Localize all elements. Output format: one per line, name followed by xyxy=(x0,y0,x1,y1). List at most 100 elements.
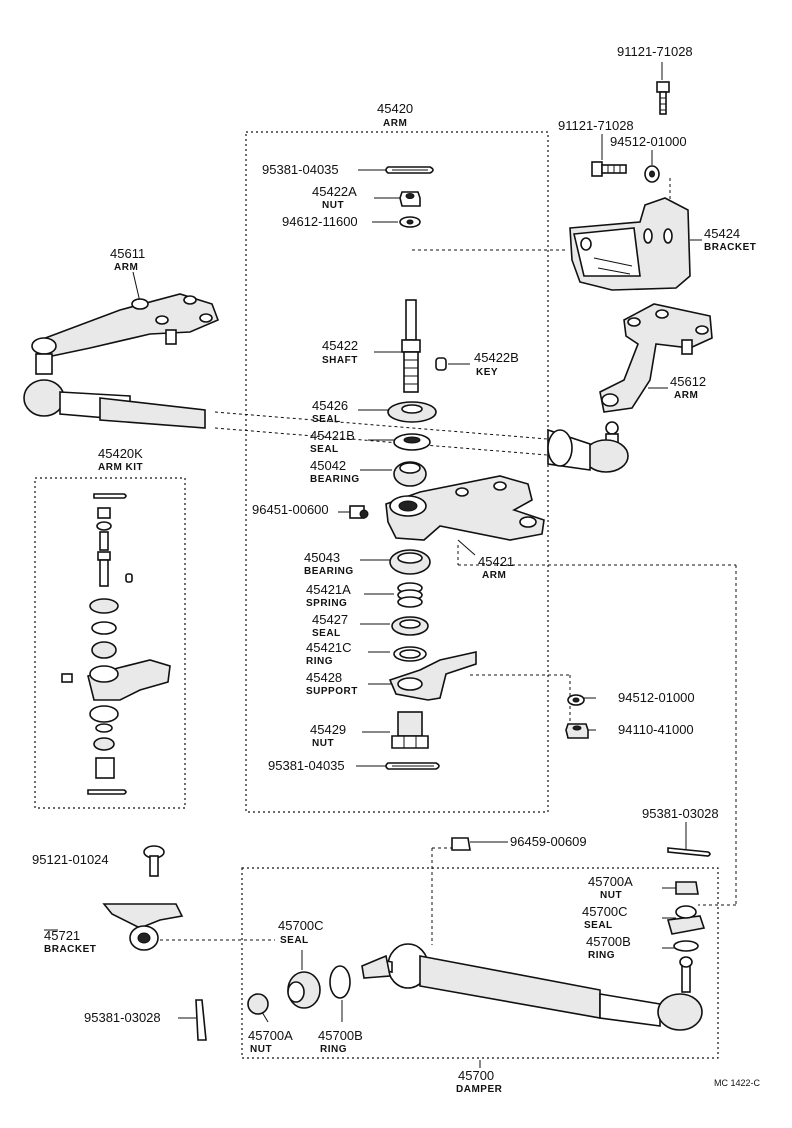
part-number-45612: 45612 xyxy=(670,374,706,389)
ring-drawing-45421c xyxy=(393,646,427,662)
part-number-45421b: 45421B xyxy=(310,428,355,443)
arm-kit-drawing xyxy=(61,493,171,795)
part-number-95381-03028-left: 95381-03028 xyxy=(84,1010,161,1025)
part-name-45700c-right: SEAL xyxy=(584,920,613,931)
part-number-95381-03028-right: 95381-03028 xyxy=(642,806,719,821)
part-number-45429: 45429 xyxy=(310,722,346,737)
part-number-45700a-right: 45700A xyxy=(588,874,633,889)
part-name-45427: SEAL xyxy=(312,628,341,639)
support-drawing-45428 xyxy=(388,651,477,701)
part-number-96459-00609: 96459-00609 xyxy=(510,834,587,849)
part-number-95121-01024: 95121-01024 xyxy=(32,852,109,867)
bolt-drawing-side xyxy=(591,161,627,177)
seal-drawing-45426 xyxy=(387,401,437,423)
part-name-45421c: RING xyxy=(306,656,333,667)
seal-drawing-45421b xyxy=(393,433,431,451)
part-name-45700b-right: RING xyxy=(588,950,615,961)
damper-drawing-45700 xyxy=(361,943,703,1031)
seal-drawing-45427 xyxy=(391,616,429,636)
part-name-45422b: KEY xyxy=(476,367,498,378)
part-number-45721: 45721 xyxy=(44,928,80,943)
part-number-96451-00600: 96451-00600 xyxy=(252,502,329,517)
shaft-drawing-45422 xyxy=(401,299,421,393)
arm-drawing-45612 xyxy=(547,303,713,473)
part-number-45700c-left: 45700C xyxy=(278,918,324,933)
part-name-45422: SHAFT xyxy=(322,355,358,366)
part-number-45700a-left: 45700A xyxy=(248,1028,293,1043)
bearing-drawing-45043 xyxy=(389,549,431,575)
arm-drawing-45421 xyxy=(385,475,545,541)
key-drawing-45422b xyxy=(435,357,447,371)
part-number-94110-41000: 94110-41000 xyxy=(618,722,694,737)
washer-drawing-94512 xyxy=(567,694,585,706)
part-number-45428: 45428 xyxy=(306,670,342,685)
arm-kit-box xyxy=(34,477,186,809)
part-number-45611: 45611 xyxy=(110,246,145,261)
part-number-45424: 45424 xyxy=(704,226,740,241)
part-name-45420: ARM xyxy=(383,118,407,129)
part-number-45700: 45700 xyxy=(458,1068,494,1083)
part-name-45042: BEARING xyxy=(310,474,360,485)
part-number-45422a: 45422A xyxy=(312,184,357,199)
part-number-45700c-right: 45700C xyxy=(582,904,628,919)
bolt-drawing-top xyxy=(656,81,670,115)
part-number-45427: 45427 xyxy=(312,612,348,627)
washer-drawing-94612 xyxy=(399,216,421,228)
spring-drawing-45421a xyxy=(397,582,423,608)
part-number-45422b: 45422B xyxy=(474,350,519,365)
part-number-94612-11600: 94612-11600 xyxy=(282,214,358,229)
part-name-45611: ARM xyxy=(114,262,138,273)
part-name-45700a-left: NUT xyxy=(250,1044,272,1055)
part-name-45721: BRACKET xyxy=(44,944,96,955)
bearing-drawing-45042 xyxy=(393,461,427,487)
part-number-45421a: 45421A xyxy=(306,582,351,597)
bracket-drawing-45424 xyxy=(569,197,691,291)
part-name-45700c-left: SEAL xyxy=(280,935,309,946)
part-name-45700a-right: NUT xyxy=(600,890,622,901)
nut-drawing-94110 xyxy=(565,723,589,739)
part-name-45420k: ARM KIT xyxy=(98,462,143,473)
part-name-45421b: SEAL xyxy=(310,444,339,455)
diagram-code: MC 1422-C xyxy=(714,1078,761,1088)
part-name-45043: BEARING xyxy=(304,566,354,577)
nut-drawing-45429 xyxy=(391,711,429,749)
part-number-94512-01000-top: 94512-01000 xyxy=(610,134,687,149)
part-number-45421: 45421 xyxy=(478,554,514,569)
part-number-91121-71028: 91121-71028 xyxy=(558,118,634,133)
cotter-pin-drawing-1 xyxy=(385,166,434,174)
bolt-drawing-95121 xyxy=(143,845,165,877)
part-number-45426: 45426 xyxy=(312,398,348,413)
part-number-45422: 45422 xyxy=(322,338,358,353)
part-name-45424: BRACKET xyxy=(704,242,756,253)
part-name-45700: DAMPER xyxy=(456,1084,503,1095)
damper-group-box xyxy=(241,867,719,1059)
part-name-45612: ARM xyxy=(674,390,698,401)
cotter-pin-drawing-2 xyxy=(385,762,440,770)
part-number-45420k: 45420K xyxy=(98,446,143,461)
part-name-45421a: SPRING xyxy=(306,598,347,609)
part-name-45421: ARM xyxy=(482,570,506,581)
part-number-95381-04035-bottom: 95381-04035 xyxy=(268,758,345,773)
part-number-45420: 45420 xyxy=(377,101,413,116)
part-name-45426: SEAL xyxy=(312,414,341,425)
part-number-91121-71028-top: 91121-71028 xyxy=(617,44,693,59)
fitting-drawing-96451 xyxy=(349,505,369,519)
part-number-45700b-left: 45700B xyxy=(318,1028,363,1043)
part-number-95381-04035-top: 95381-04035 xyxy=(262,162,339,177)
part-number-45421c: 45421C xyxy=(306,640,352,655)
part-name-45700b-left: RING xyxy=(320,1044,347,1055)
part-number-45042: 45042 xyxy=(310,458,346,473)
part-number-94512-01000: 94512-01000 xyxy=(618,690,695,705)
damper-small-parts-drawing xyxy=(195,837,711,1041)
part-number-45043: 45043 xyxy=(304,550,340,565)
part-number-45700b-right: 45700B xyxy=(586,934,631,949)
arm-group-box xyxy=(245,131,549,813)
part-name-45429: NUT xyxy=(312,738,334,749)
arm-drawing-45611 xyxy=(23,293,561,457)
part-name-45428: SUPPORT xyxy=(306,686,358,697)
part-name-45422a: NUT xyxy=(322,200,344,211)
bracket-drawing-45721 xyxy=(102,903,184,951)
washer-drawing-top xyxy=(644,165,660,183)
nut-drawing-45422a xyxy=(399,191,421,207)
